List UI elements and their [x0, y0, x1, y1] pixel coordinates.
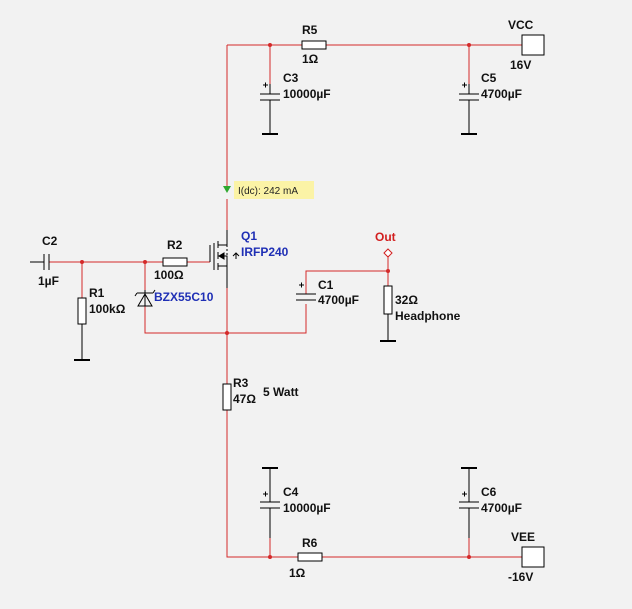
probe-readout: I(dc): 242 mA — [238, 186, 298, 197]
vee-name: VEE — [511, 530, 535, 544]
c2-capacitor — [30, 254, 50, 270]
headphone-name: Headphone — [395, 309, 461, 323]
c5-value: 4700µF — [481, 87, 522, 101]
headphone-value: 32Ω — [395, 293, 418, 307]
r3-resistor — [222, 383, 232, 411]
vcc-source — [521, 34, 545, 56]
c5-name: C5 — [481, 71, 497, 85]
components — [30, 34, 545, 568]
labels: R5 1Ω VCC 16V C3 10000µF C5 4700µF Q1 IR… — [38, 18, 535, 584]
r2-name: R2 — [167, 238, 183, 252]
c6-value: 4700µF — [481, 501, 522, 515]
junction-dots — [80, 43, 471, 559]
wires — [49, 44, 522, 558]
r1-name: R1 — [89, 286, 105, 300]
zener-diode — [134, 289, 156, 307]
r6-name: R6 — [302, 536, 318, 550]
vcc-value: 16V — [510, 58, 531, 72]
r1-value: 100kΩ — [89, 302, 126, 316]
c6-capacitor — [459, 467, 479, 538]
r3-note: 5 Watt — [263, 385, 299, 399]
vee-source — [521, 546, 545, 568]
c4-value: 10000µF — [283, 501, 331, 515]
q1-name: Q1 — [241, 229, 257, 243]
r5-resistor — [301, 40, 327, 50]
vee-value: -16V — [508, 570, 533, 584]
r3-value: 47Ω — [233, 392, 256, 406]
c4-name: C4 — [283, 485, 299, 499]
vcc-name: VCC — [508, 18, 534, 32]
c2-name: C2 — [42, 234, 58, 248]
r1-resistor — [77, 297, 87, 325]
q1-value: IRFP240 — [241, 245, 289, 259]
r2-value: 100Ω — [154, 268, 184, 282]
c1-capacitor — [296, 282, 316, 301]
q1-mosfet — [209, 230, 240, 288]
c2-value: 1µF — [38, 274, 59, 288]
c6-name: C6 — [481, 485, 497, 499]
probe-box — [234, 181, 314, 199]
c3-value: 10000µF — [283, 87, 331, 101]
diode-value: BZX55C10 — [154, 290, 214, 304]
r5-value: 1Ω — [302, 52, 319, 66]
c4-capacitor — [260, 467, 280, 538]
out-label: Out — [375, 230, 396, 244]
c1-value: 4700µF — [318, 293, 359, 307]
c5-capacitor — [459, 82, 479, 135]
probe-marker-icon — [223, 186, 231, 193]
r2-resistor — [162, 257, 188, 267]
headphone-load — [383, 285, 393, 315]
c3-capacitor — [260, 82, 280, 135]
r6-value: 1Ω — [289, 566, 306, 580]
c1-name: C1 — [318, 278, 334, 292]
r6-resistor — [297, 552, 323, 562]
c3-name: C3 — [283, 71, 299, 85]
out-terminal-icon — [383, 248, 393, 258]
r3-name: R3 — [233, 376, 249, 390]
r5-name: R5 — [302, 23, 318, 37]
